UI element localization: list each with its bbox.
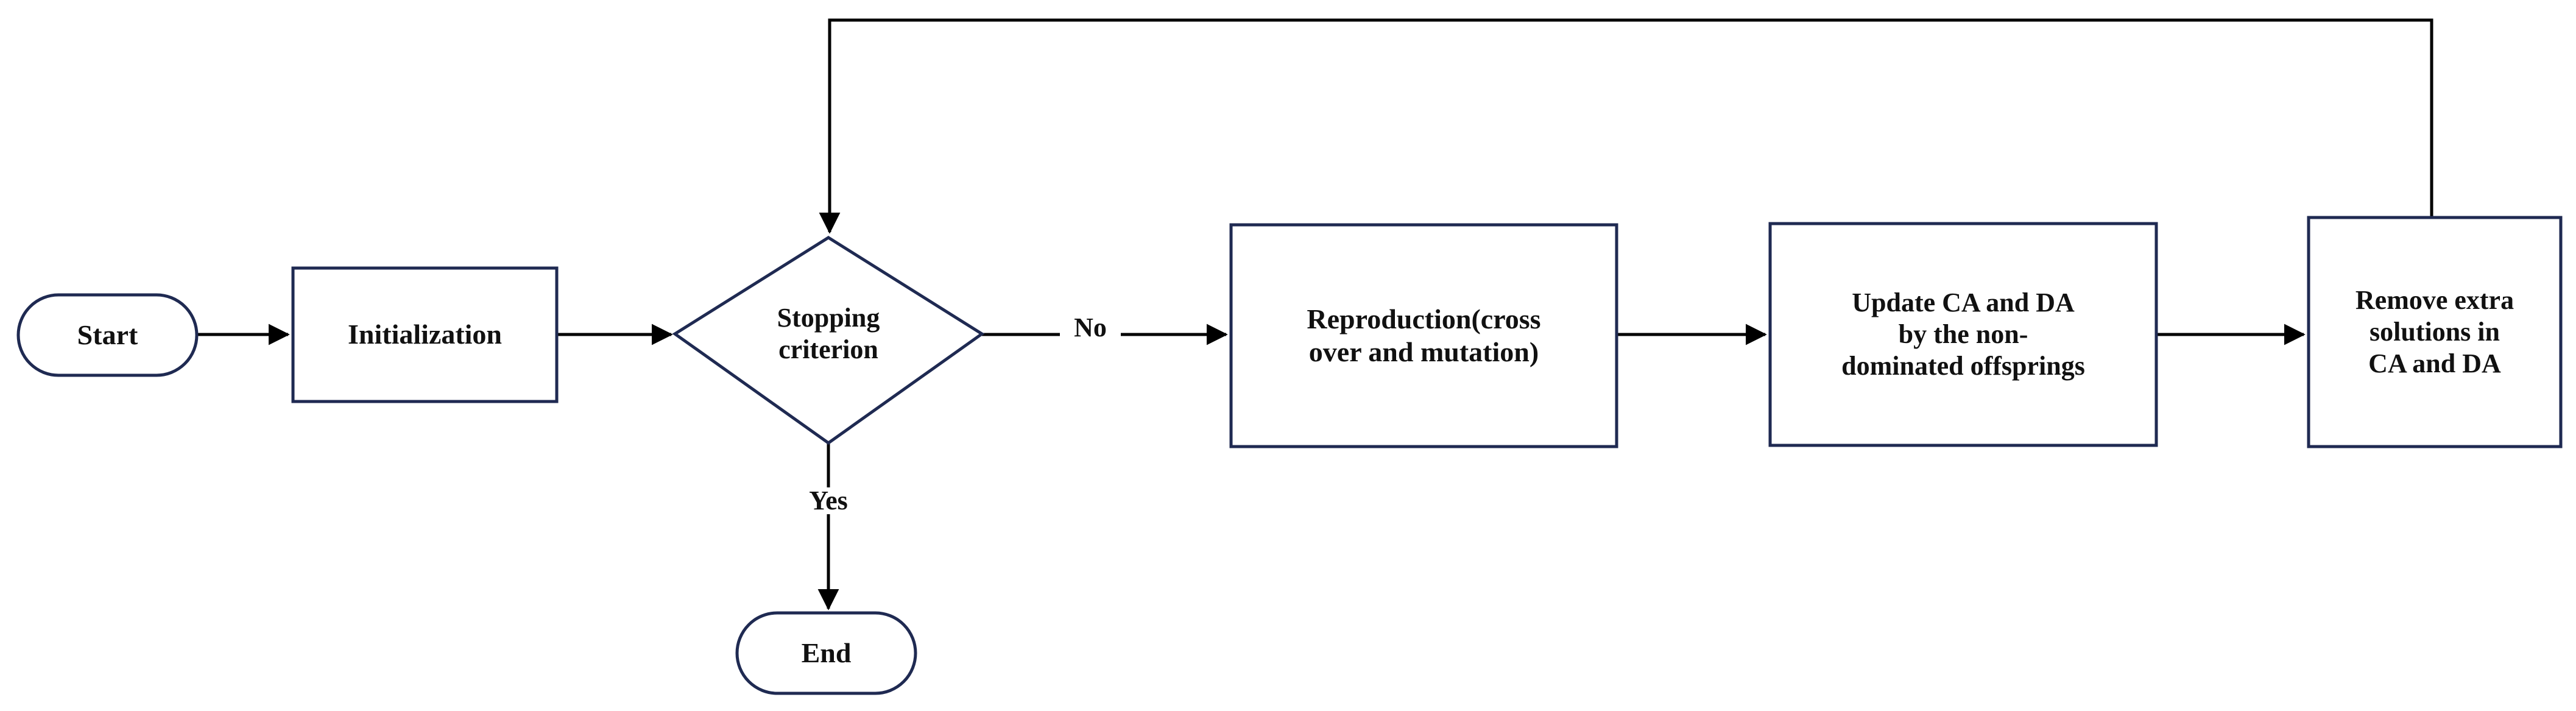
node-shape-reproduction[interactable] <box>1229 223 1618 448</box>
connector-remove-to-stopping-feedback <box>819 18 2433 234</box>
node-shape-end[interactable] <box>735 611 917 695</box>
node-shape-remove[interactable] <box>2307 216 2563 448</box>
node-shape-update[interactable] <box>1768 222 2158 447</box>
node-shape-initialization[interactable] <box>291 266 559 403</box>
node-shape-start[interactable] <box>16 293 199 377</box>
node-shape-stopping-criterion[interactable] <box>672 236 985 445</box>
